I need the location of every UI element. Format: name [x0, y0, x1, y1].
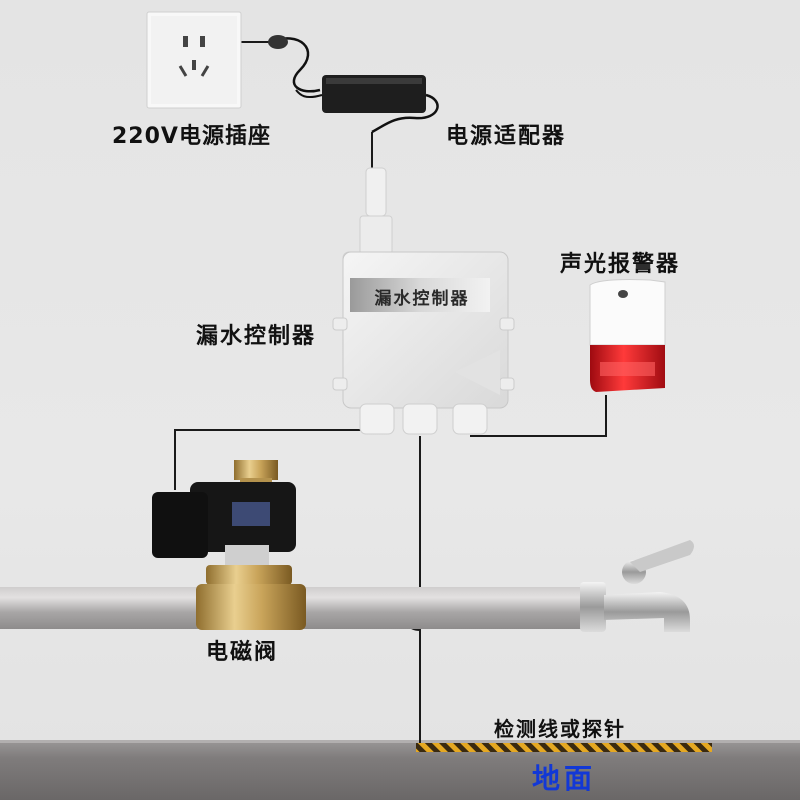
faucet-icon: [580, 540, 694, 632]
controller-plate-label: 漏水控制器: [374, 289, 470, 309]
adapter-icon: [268, 35, 439, 134]
alarm-icon: [589, 279, 666, 392]
valve-icon: [152, 460, 306, 630]
alarm-label: 声光报警器: [560, 252, 681, 277]
probe-label: 检测线或探针: [494, 717, 626, 741]
ground-label: 地面: [532, 762, 597, 795]
adapter-label: 电源适配器: [446, 124, 567, 149]
socket-label: 220V电源插座: [112, 124, 271, 149]
socket-icon: [146, 11, 242, 109]
valve-label: 电磁阀: [206, 640, 279, 665]
controller-label: 漏水控制器: [196, 324, 317, 349]
probe-icon: [416, 743, 712, 752]
controller-icon: [332, 167, 515, 435]
